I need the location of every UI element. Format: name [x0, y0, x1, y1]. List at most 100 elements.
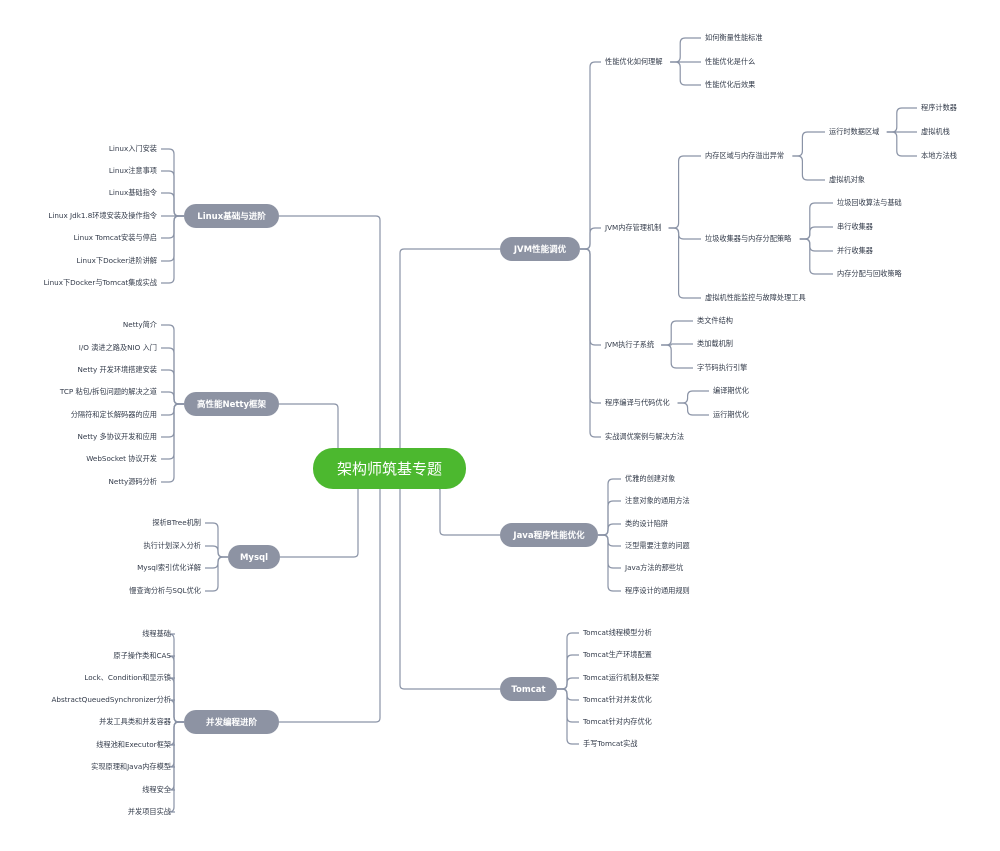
connector-line: [557, 688, 579, 723]
connector-line: [205, 556, 228, 569]
connector-line: [670, 61, 701, 86]
topic-label: 手写Tomcat实战: [583, 739, 638, 748]
topic-label: Java方法的那些坑: [624, 563, 683, 572]
branch-node-label: 高性能Netty框架: [197, 399, 267, 410]
topic-label: 类的设计陷阱: [625, 519, 668, 528]
branch-node[interactable]: [184, 392, 279, 416]
topic-label: Netty简介: [123, 320, 158, 329]
topic-label: 性能优化如何理解: [605, 57, 663, 66]
connector-line: [598, 534, 621, 592]
topic-label: 原子操作类和CAS: [113, 651, 171, 660]
branch-trunk-line: [439, 488, 500, 536]
branch-node[interactable]: [228, 545, 280, 569]
topic-label: Linux下Docker进阶讲解: [77, 256, 157, 265]
topic-label: 运行时数据区域: [829, 127, 879, 136]
topic-label: 并发项目实战: [128, 807, 171, 816]
connector-line: [168, 655, 184, 723]
topic-label: JVM内存管理机制: [604, 223, 661, 232]
connector-line: [168, 721, 184, 813]
topic-label: Netty源码分析: [109, 477, 157, 486]
branch-node[interactable]: [500, 677, 557, 701]
topic-label: Mysql索引优化详解: [137, 563, 201, 572]
branch-trunk-line: [279, 484, 381, 723]
topic-label: 程序设计的通用规则: [625, 586, 690, 595]
topic-label: 程序计数器: [921, 103, 957, 112]
connector-line: [799, 238, 833, 275]
branch-trunk-line: [280, 489, 359, 558]
topic-label: Linux Jdk1.8环境安装及操作指令: [48, 211, 157, 220]
root-node[interactable]: [313, 448, 466, 489]
connector-line: [668, 227, 701, 299]
branch-trunk-line: [399, 248, 500, 453]
topic-label: 类加载机制: [697, 339, 733, 348]
connector-line: [161, 403, 184, 416]
root-node-label: 架构师筑基专题: [337, 460, 442, 478]
topic-label: 内存区域与内存溢出异常: [705, 151, 784, 160]
connector-line: [792, 131, 825, 157]
topic-label: Tomcat运行机制及框架: [582, 673, 659, 682]
connector-line: [161, 148, 184, 217]
branch-node[interactable]: [184, 204, 279, 228]
branch-node-label: Java程序性能优化: [512, 530, 585, 541]
connector-line: [161, 215, 184, 239]
branch-node[interactable]: [500, 237, 580, 261]
branch-trunk-line: [399, 484, 500, 690]
connector-line: [557, 688, 579, 745]
topic-label: 优雅的创建对象: [625, 474, 675, 483]
connector-line: [580, 227, 601, 250]
topic-label: Tomcat生产环境配置: [582, 650, 652, 659]
connector-line: [661, 320, 693, 346]
topic-label: TCP 粘包/拆包问题的解决之道: [59, 387, 157, 396]
connector-line: [168, 721, 184, 791]
topic-label: AbstractQueuedSynchronizer分析: [52, 695, 172, 704]
connector-line: [580, 61, 601, 250]
branch-node-label: JVM性能调优: [513, 244, 567, 255]
topic-label: 程序编译与代码优化: [605, 398, 670, 407]
connector-line: [661, 344, 693, 369]
connector-line: [557, 677, 579, 690]
connector-line: [168, 721, 184, 746]
connector-line: [668, 227, 701, 240]
topic-label: JVM执行子系统: [604, 340, 654, 349]
topic-label: 垃圾回收算法与基础: [837, 198, 902, 207]
connector-line: [161, 403, 184, 438]
topic-label: 类文件结构: [697, 316, 733, 325]
connector-line: [161, 369, 184, 405]
connector-line: [598, 478, 621, 536]
connector-line: [799, 226, 833, 240]
topic-label: Linux下Docker与Tomcat集成实战: [44, 278, 157, 287]
connector-line: [161, 347, 184, 405]
topic-label: 串行收集器: [837, 222, 873, 231]
connector-line: [661, 343, 693, 346]
connector-line: [161, 403, 184, 460]
topic-label: 虚拟机栈: [921, 127, 950, 136]
connector-line: [799, 202, 833, 240]
topic-label: Linux Tomcat安装与停启: [74, 233, 157, 242]
topic-label: 泛型需要注意的问题: [625, 541, 690, 550]
branch-trunk-line: [279, 403, 339, 448]
topic-label: 垃圾收集器与内存分配策略: [705, 234, 792, 243]
topic-label: Lock、Condition和显示锁: [84, 673, 171, 682]
branch-node[interactable]: [500, 523, 598, 547]
connector-line: [205, 556, 228, 592]
connector-line: [677, 390, 709, 404]
connector-line: [168, 699, 184, 723]
branch-node-label: Tomcat: [511, 685, 545, 695]
topic-label: 内存分配与回收策略: [837, 269, 903, 278]
connector-line: [205, 522, 228, 558]
topic-label: 注意对象的通用方法: [625, 496, 690, 505]
topic-label: 性能优化后效果: [705, 80, 755, 89]
topic-label: Netty 多协议开发和应用: [78, 432, 157, 441]
topic-label: I/O 演进之路及NIO 入门: [79, 343, 157, 352]
topic-label: 编译期优化: [713, 386, 749, 395]
topic-label: 虚拟机对象: [829, 175, 865, 184]
connector-line: [161, 192, 184, 217]
topic-label: 字节码执行引擎: [697, 363, 747, 372]
connector-line: [668, 155, 701, 229]
topic-label: 本地方法栈: [921, 151, 957, 160]
connector-line: [799, 238, 833, 252]
branch-node[interactable]: [184, 710, 279, 734]
topic-label: 线程池和Executor框架: [96, 740, 171, 749]
topic-label: 线程安全: [142, 785, 172, 794]
